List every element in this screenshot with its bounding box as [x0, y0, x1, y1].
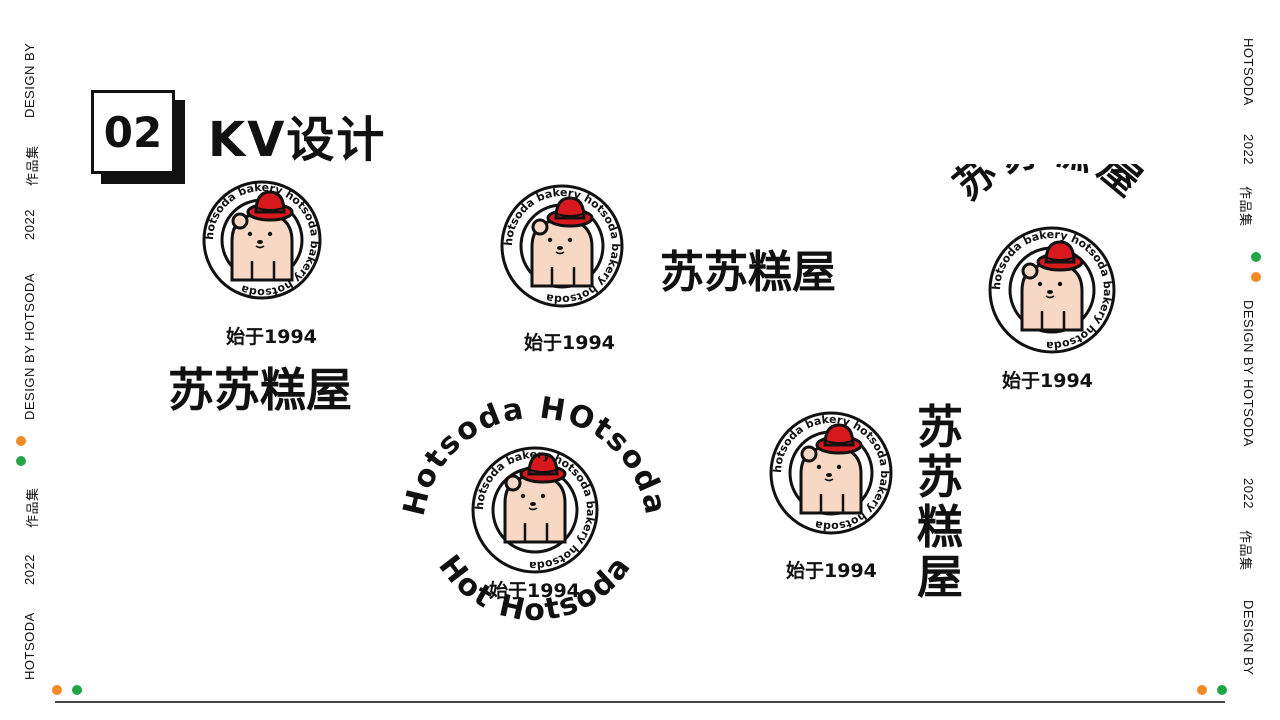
rail-text-hotsoda: HOTSODA: [22, 612, 37, 680]
bottom-green-dot: [1217, 685, 1227, 695]
rail-text-design-by-hotsoda: DESIGN BY HOTSODA: [1241, 300, 1256, 447]
rail-text-design-by: DESIGN BY: [1241, 600, 1256, 676]
section-title: KV设计: [208, 112, 387, 168]
rail-text-portfolio: 作品集: [25, 487, 40, 528]
left-side-rail: HOTSODA 2022 作品集 DESIGN BY HOTSODA 2022 …: [0, 0, 40, 720]
bottom-orange-dot: [52, 685, 62, 695]
since-text: 始于1994: [489, 580, 580, 602]
green-dot: [16, 456, 26, 466]
green-dot: [1251, 252, 1261, 262]
rail-text-hotsoda: HOTSODA: [1241, 38, 1256, 106]
logo-badge-5: hotsoda bakery hotsoda bakery hotsoda: [769, 411, 893, 535]
rail-text-year: 2022: [22, 554, 37, 585]
right-side-rail: HOTSODA 2022 作品集 DESIGN BY HOTSODA 2022 …: [1238, 0, 1280, 720]
rail-text-portfolio: 作品集: [1238, 530, 1253, 571]
section-number-badge: 02: [91, 90, 185, 184]
orange-dot: [1251, 272, 1261, 282]
rail-text-portfolio: 作品集: [1238, 186, 1253, 227]
rail-text-design-by: DESIGN BY: [22, 42, 37, 118]
section-number: 02: [91, 90, 175, 174]
since-text: 始于1994: [786, 560, 877, 582]
logo-badge-4: hotsoda bakery hotsoda bakery hotsoda Ho…: [400, 391, 670, 629]
rail-text-year: 2022: [1241, 478, 1256, 509]
since-text: 始于1994: [226, 326, 317, 348]
logo-badge-3: hotsoda bakery hotsoda bakery hotsoda: [988, 226, 1116, 354]
svg-text:苏苏糕屋: 苏苏糕屋: [946, 164, 1155, 209]
brand-name-cn: 苏苏糕屋: [660, 247, 836, 298]
brand-name-cn-arched: 苏苏糕屋: [946, 164, 1149, 209]
arched-brand-name: 苏苏糕屋: [946, 164, 1155, 209]
rail-text-design-by-hotsoda: DESIGN BY HOTSODA: [22, 273, 37, 420]
rail-text-year: 2022: [22, 209, 37, 240]
bottom-green-dot: [72, 685, 82, 695]
bottom-orange-dot: [1197, 685, 1207, 695]
orange-dot: [16, 436, 26, 446]
bottom-divider: [55, 701, 1225, 703]
since-text: 始于1994: [524, 332, 615, 354]
logo-badge-1: hotsoda bakery hotsoda bakery hotsoda: [202, 180, 322, 300]
since-text: 始于1994: [1002, 370, 1093, 392]
brand-name-cn: 苏苏糕屋: [168, 363, 352, 417]
rail-text-portfolio: 作品集: [25, 145, 40, 186]
rail-text-year: 2022: [1241, 134, 1256, 165]
brand-name-cn-vertical: 苏苏糕屋: [917, 400, 963, 604]
logo-badge-2: hotsoda bakery hotsoda bakery hotsoda: [500, 184, 624, 308]
